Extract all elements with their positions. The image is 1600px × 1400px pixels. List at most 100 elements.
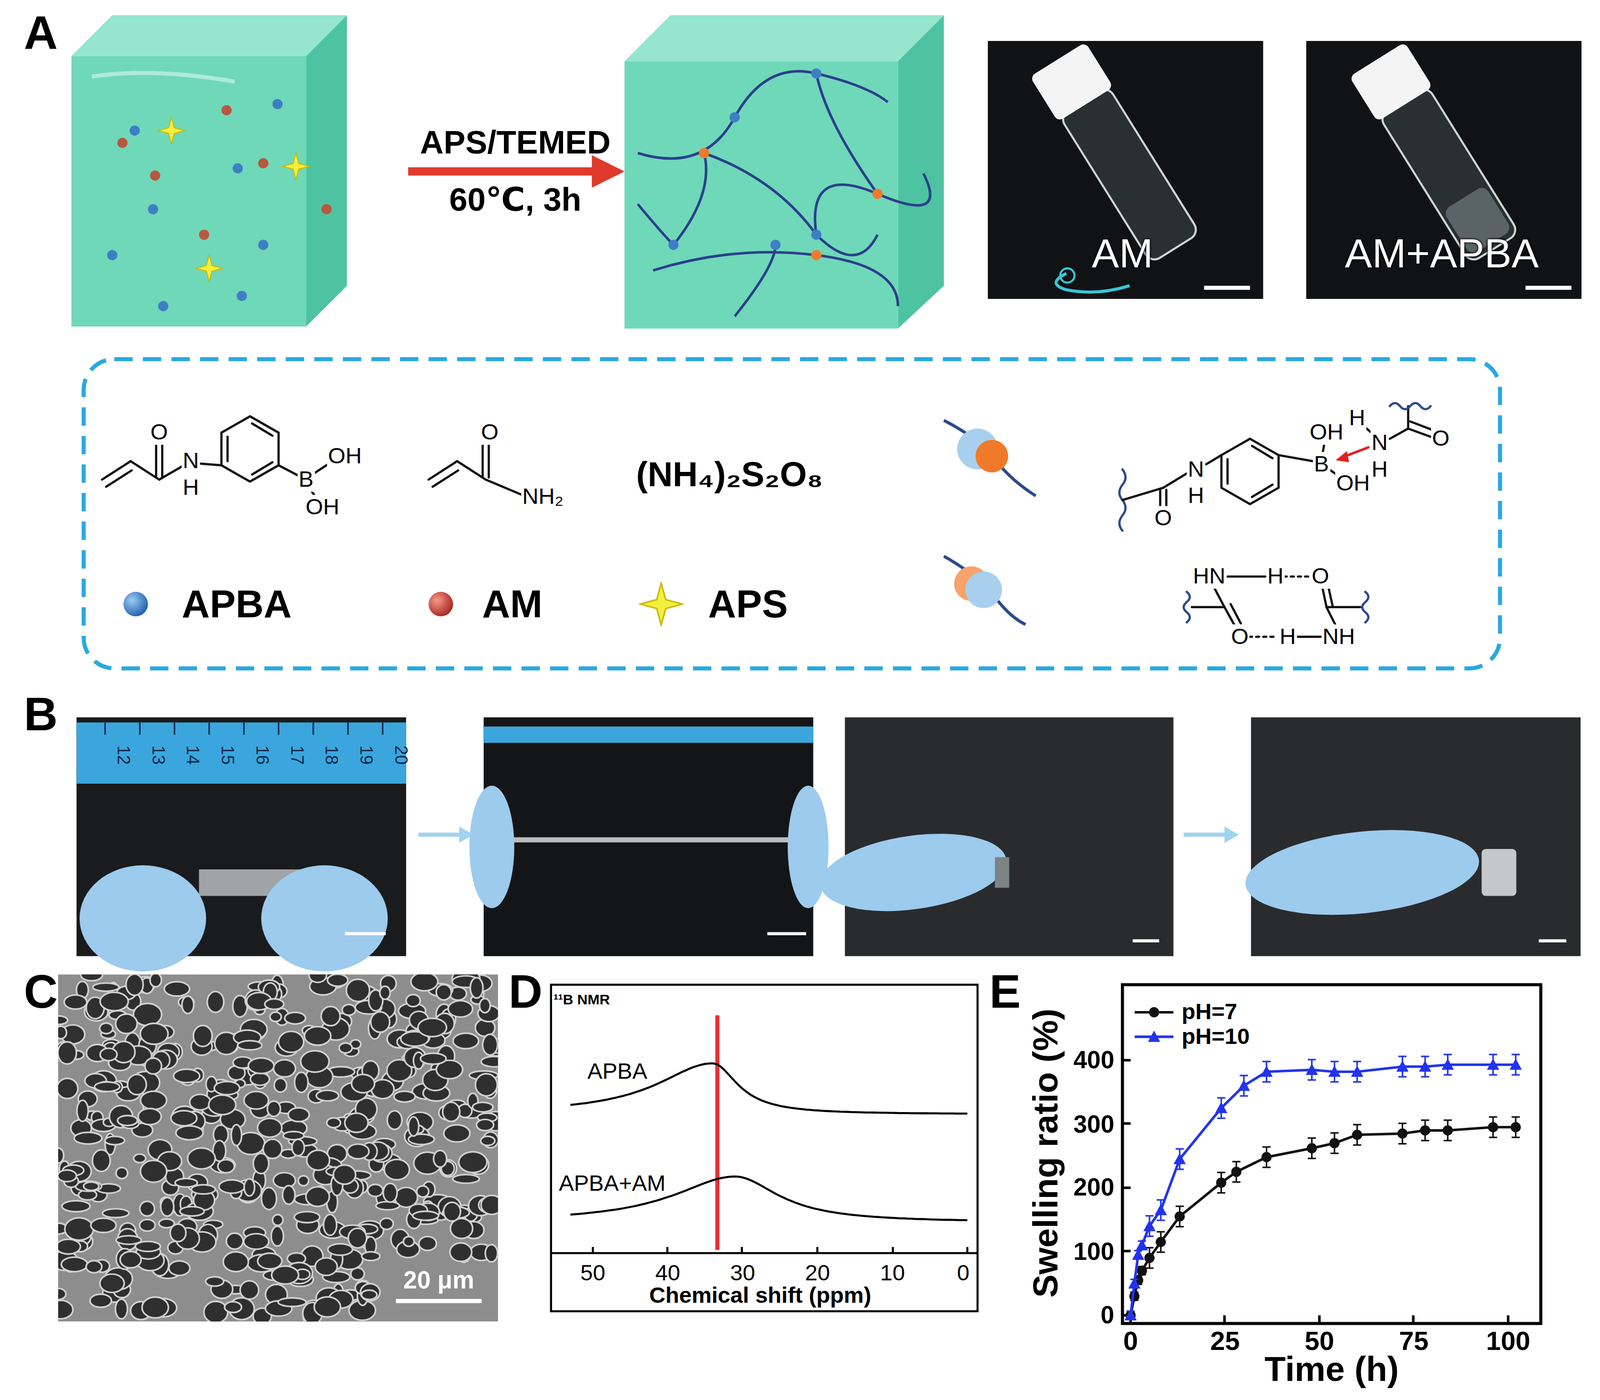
sem-pore	[344, 1113, 369, 1133]
sem-pore	[86, 1261, 103, 1273]
sem-pore	[403, 1236, 415, 1247]
chemical-bonds	[1295, 635, 1324, 638]
sem-pore	[193, 1025, 213, 1047]
sem-pore	[315, 1258, 338, 1276]
sem-pore	[58, 1026, 67, 1040]
sem-pore	[102, 1209, 130, 1218]
error-bar	[1443, 1074, 1452, 1076]
error-bar	[1156, 1219, 1165, 1221]
stretch-photos	[469, 785, 515, 909]
nmr-plot	[892, 1247, 894, 1254]
nmr-plot	[551, 1252, 978, 1255]
sem-pore	[189, 1094, 211, 1111]
error-bar	[1398, 1056, 1407, 1058]
sem-pore	[273, 1059, 296, 1077]
stretch-photos	[76, 722, 407, 784]
chemical-bonds	[1191, 605, 1225, 609]
gel-cube-network	[704, 153, 878, 256]
sem-pore	[58, 1015, 68, 1025]
sem-pore	[144, 1058, 162, 1075]
sem-pore	[117, 1115, 138, 1126]
chemical-bonds	[106, 470, 133, 487]
nmr-plot	[966, 1247, 969, 1254]
gel-cube-network	[811, 68, 822, 79]
stretch-photos	[277, 722, 280, 736]
sem-pore	[58, 1078, 78, 1099]
ruler-number: 16	[251, 745, 271, 766]
sem-pore	[208, 1095, 236, 1115]
error-bar	[1421, 1056, 1430, 1058]
sem-pore	[351, 1074, 375, 1094]
error-bar	[1239, 1095, 1248, 1098]
sem-pore	[274, 1078, 287, 1093]
step-arrows	[1183, 832, 1227, 838]
sem-pore	[271, 1266, 299, 1285]
data-marker	[1155, 1237, 1166, 1248]
atom-label: O	[1310, 564, 1331, 590]
gel-cube-monomers	[92, 72, 236, 82]
gel-cube-monomers	[71, 15, 348, 57]
chemical-bonds	[1183, 592, 1190, 623]
tick-label: 100	[1073, 1238, 1115, 1265]
data-marker	[1487, 1058, 1500, 1071]
sem-pore	[139, 1201, 155, 1217]
gel-cube-monomers	[129, 125, 140, 136]
sem-pore	[283, 1131, 304, 1140]
sem-pore	[384, 1159, 410, 1180]
error-bar	[1421, 1119, 1430, 1121]
legend-symbols	[640, 583, 683, 626]
error-bar	[1145, 1235, 1154, 1238]
gel-cube-network	[811, 249, 822, 260]
sem-pore	[433, 1150, 447, 1168]
gel-cube-network	[816, 73, 878, 195]
sem-pore	[64, 994, 88, 1010]
sem-pore	[481, 1056, 498, 1067]
sem-pore	[140, 1091, 167, 1110]
chemical-bonds	[1362, 592, 1369, 623]
error-bar	[1156, 1251, 1165, 1253]
sem-pore	[323, 1214, 337, 1236]
sem-pore	[205, 1276, 224, 1287]
stretch-photos	[243, 722, 245, 736]
chemical-bonds	[226, 436, 229, 462]
sem-image	[395, 1299, 482, 1304]
vial-photo	[1060, 268, 1075, 283]
gel-cube-monomers	[306, 15, 348, 327]
error-bar	[1307, 1058, 1316, 1061]
gel-cube-network	[815, 173, 931, 235]
atom-label: H	[1370, 457, 1389, 483]
sem-pore	[314, 1297, 341, 1318]
gel-cube-monomers	[257, 239, 268, 250]
error-bar	[1217, 1097, 1226, 1099]
gel-cube-network	[624, 15, 944, 329]
sem-pore	[138, 1108, 162, 1125]
error-bar	[1145, 1215, 1154, 1217]
sem-pore	[174, 1178, 198, 1188]
sem-pore	[346, 979, 370, 1002]
atom-label: O	[149, 420, 169, 446]
sem-pore	[100, 1274, 125, 1293]
sem-pore	[284, 1012, 306, 1025]
error-bar	[1217, 1171, 1226, 1174]
sem-pore	[207, 991, 225, 1013]
atom-label: O	[480, 420, 500, 446]
sem-pore	[328, 1243, 353, 1256]
component-name: APBA	[181, 584, 292, 627]
sem-pore	[257, 1118, 282, 1138]
atom-label: H	[181, 475, 200, 501]
sem-pore	[133, 1154, 146, 1163]
error-bar	[1443, 1119, 1452, 1121]
chemical-bonds	[154, 442, 158, 478]
data-marker	[1154, 1204, 1168, 1216]
sem-pore	[250, 1073, 270, 1086]
atom-label: OH	[1308, 420, 1345, 446]
error-bar	[1307, 1158, 1316, 1160]
data-marker	[1131, 1248, 1145, 1261]
sem-pore	[383, 1183, 398, 1203]
data-marker	[1396, 1060, 1409, 1073]
tick-label: 0	[956, 1261, 970, 1287]
sem-pore	[160, 1197, 174, 1217]
data-marker	[1397, 1128, 1408, 1139]
data-marker	[1215, 1102, 1228, 1114]
